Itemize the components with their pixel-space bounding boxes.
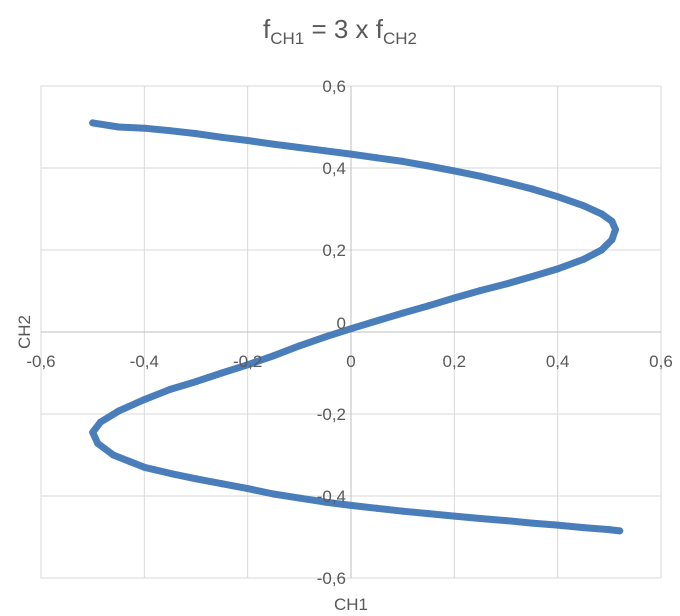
data-point (347, 501, 355, 509)
title-f1: f (262, 14, 271, 44)
data-point (218, 369, 226, 377)
data-point (528, 519, 536, 527)
x-tick-label: -0,6 (26, 352, 55, 371)
series-layer (89, 119, 624, 535)
data-point (450, 512, 458, 520)
data-point (295, 494, 303, 502)
data-point (89, 428, 97, 436)
data-point (218, 133, 226, 141)
data-point (598, 210, 606, 218)
data-point (502, 178, 510, 186)
data-point (528, 185, 536, 193)
data-point (192, 378, 200, 386)
data-point (554, 193, 562, 201)
data-point (244, 137, 252, 144)
chart-title: fCH1 = 3 x fCH2 (0, 14, 680, 49)
data-point (295, 144, 303, 151)
data-point (528, 273, 536, 281)
data-point (192, 130, 200, 138)
data-point (373, 317, 381, 325)
data-point (608, 217, 616, 225)
data-point (476, 515, 484, 522)
data-point (244, 485, 252, 493)
data-point (450, 294, 458, 302)
data-point (616, 527, 624, 535)
data-point (612, 226, 619, 233)
data-point (89, 119, 97, 127)
data-point (166, 385, 174, 393)
data-point (580, 255, 587, 263)
tick-label-layer: -0,6 -0,4 -0,2 0 0,2 0,4 0,6 -0,6 -0,4 -0,2 0 0,2 0,… (26, 77, 672, 588)
x-tick-label: 0 (346, 352, 355, 371)
data-point (373, 154, 381, 162)
x-tick-label: 0,4 (546, 352, 570, 371)
data-point (166, 469, 174, 477)
data-point (321, 147, 329, 155)
data-point (192, 475, 200, 483)
data-point (347, 325, 355, 333)
data-point (580, 202, 587, 210)
data-point (270, 490, 277, 498)
data-point (94, 440, 102, 447)
y-tick-label: 0 (337, 314, 346, 333)
data-point (502, 280, 510, 288)
y-tick-label: 0,2 (322, 241, 346, 260)
data-point (605, 526, 613, 534)
y-tick-label: -0,4 (317, 487, 346, 506)
data-point (580, 524, 587, 532)
series-line (89, 119, 624, 535)
y-tick-label: -0,6 (317, 569, 346, 588)
data-point (399, 157, 407, 165)
title-f2: f (375, 14, 383, 44)
data-point (608, 236, 616, 244)
data-point (115, 123, 122, 131)
data-point (166, 127, 174, 135)
data-point (450, 167, 458, 175)
y-tick-label: 0,4 (322, 159, 346, 178)
data-point (554, 265, 562, 273)
data-point (554, 521, 562, 529)
data-point (140, 463, 148, 471)
data-point (270, 140, 277, 148)
data-point (425, 302, 432, 310)
title-sub1: CH1 (270, 29, 305, 48)
data-point (140, 124, 148, 132)
x-tick-label: -0,2 (233, 352, 262, 371)
title-middle: = 3 x (304, 14, 376, 44)
x-tick-label: 0,2 (443, 352, 467, 371)
x-axis-title: CH1 (334, 595, 368, 614)
y-tick-label: 0,6 (322, 77, 346, 96)
data-point (115, 407, 122, 415)
data-point (502, 517, 510, 525)
data-point (476, 172, 484, 180)
data-point (399, 507, 407, 515)
data-point (347, 150, 355, 158)
x-tick-label: -0,4 (130, 352, 159, 371)
data-point (270, 352, 277, 360)
data-point (373, 504, 381, 512)
data-point (295, 342, 303, 350)
data-point (476, 287, 484, 295)
data-point (96, 418, 104, 426)
data-point (140, 396, 148, 404)
data-point (425, 162, 432, 170)
y-tick-label: -0,2 (317, 405, 346, 424)
data-point (598, 246, 606, 254)
data-point (244, 361, 252, 369)
data-point (321, 498, 329, 506)
data-point (425, 510, 432, 518)
data-point (321, 333, 329, 341)
data-point (218, 480, 226, 488)
data-point (399, 309, 407, 317)
title-sub2: CH2 (383, 29, 418, 48)
y-axis-title: CH2 (15, 315, 34, 349)
data-point (109, 451, 117, 459)
x-tick-label: 0,6 (649, 352, 673, 371)
